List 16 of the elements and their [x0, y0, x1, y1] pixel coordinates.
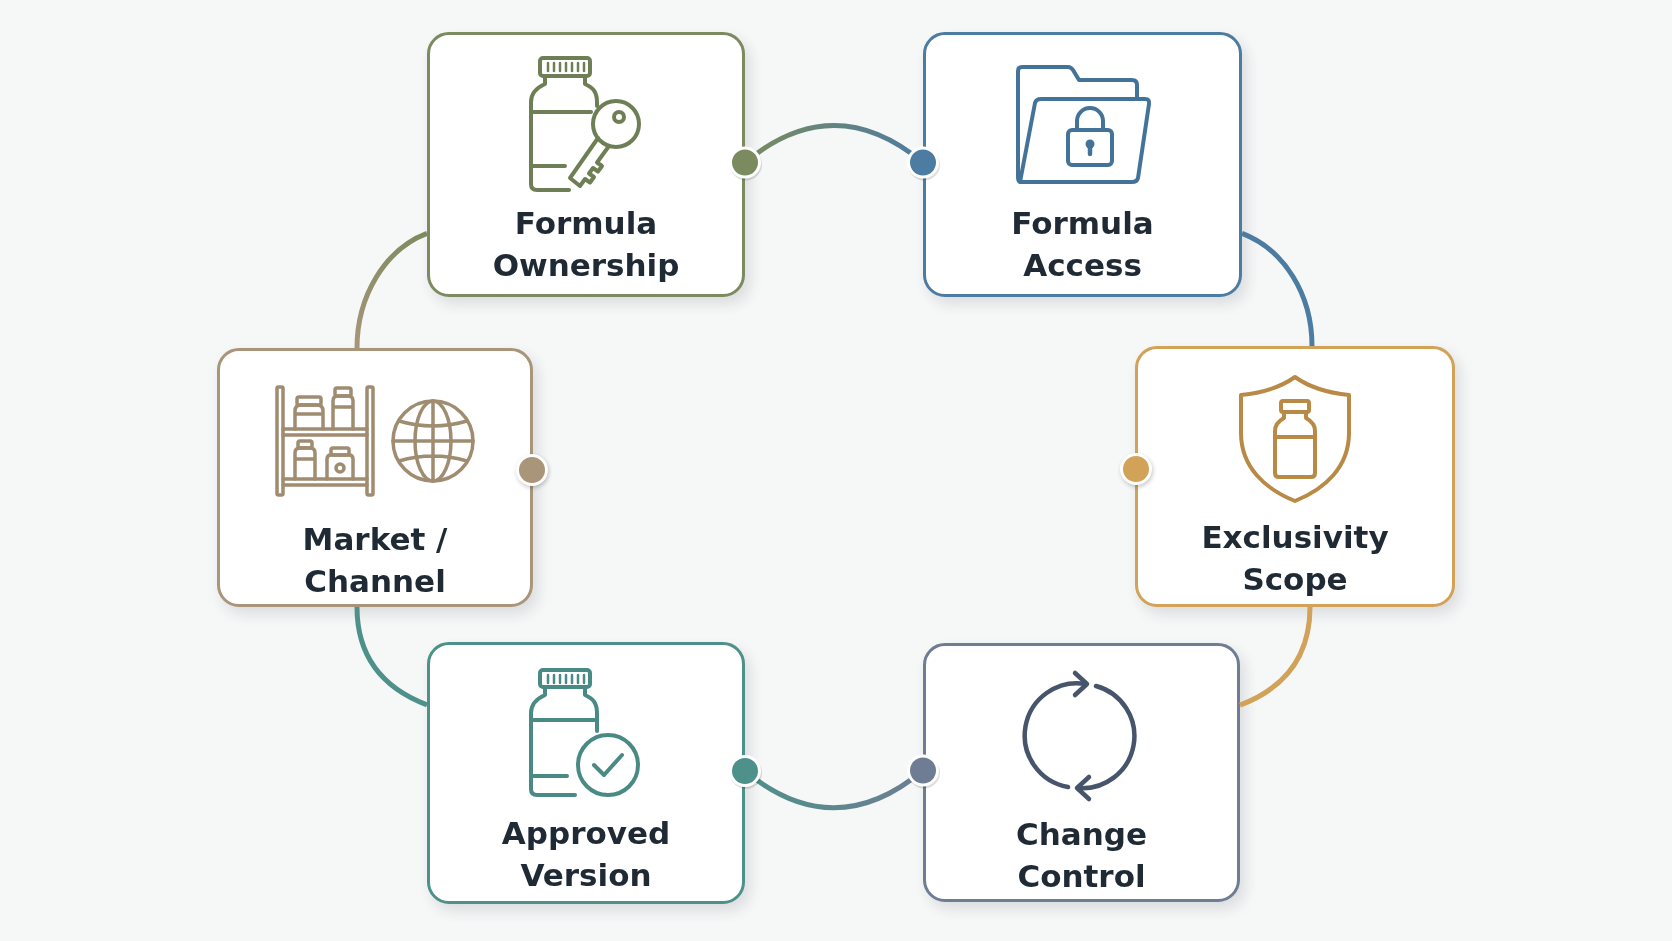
step-label: Market / Channel [301, 520, 449, 601]
step-card [427, 32, 745, 297]
connector-line [354, 606, 428, 708]
step-label: Formula Ownership [491, 204, 681, 285]
step-card [923, 32, 1242, 297]
connector-line [1240, 231, 1315, 347]
connector-line [728, 123, 942, 182]
connector-line [728, 754, 942, 811]
step-label: Exclusivity Scope [1200, 518, 1390, 599]
step-label: Change Control [1015, 815, 1148, 896]
step-card [923, 643, 1240, 902]
step-label: Approved Version [500, 814, 672, 895]
connector-line [1239, 606, 1313, 708]
connector-line [354, 231, 429, 349]
step-card [427, 642, 745, 904]
step-label: Formula Access [1010, 204, 1155, 285]
